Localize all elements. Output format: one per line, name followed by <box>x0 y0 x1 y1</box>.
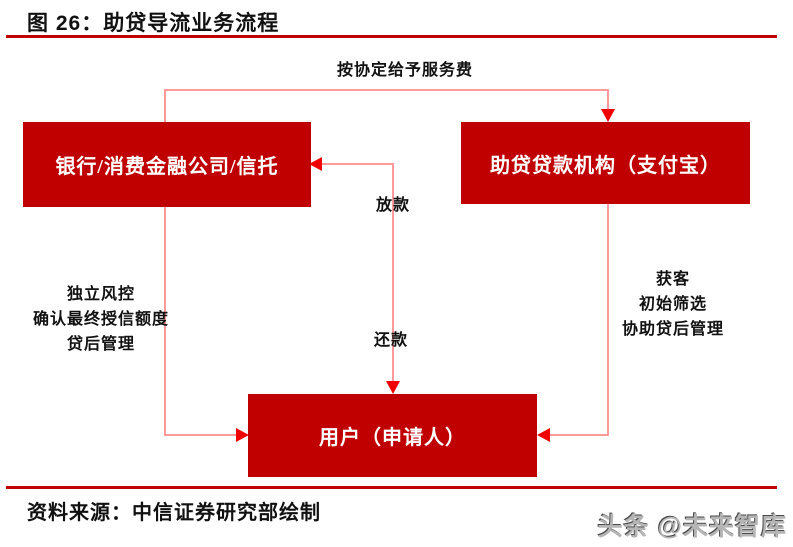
node-user: 用户（申请人） <box>248 394 537 477</box>
node-bank: 银行/消费金融公司/信托 <box>23 122 311 207</box>
bank-role-line-3: 贷后管理 <box>66 336 135 353</box>
arrow-down-icon <box>386 381 400 394</box>
service-fee-connector-left-segment <box>164 89 166 123</box>
facilitator-user-connector-vertical-segment <box>607 204 609 436</box>
disburse-repay-connector-vertical-segment <box>392 163 394 383</box>
facilitator-user-connector-horizontal-segment <box>547 434 609 436</box>
bottom-rule <box>6 486 777 489</box>
bank-user-connector-vertical-segment <box>164 207 166 436</box>
arrow-left-icon <box>537 428 550 442</box>
repay-label: 还款 <box>373 332 408 349</box>
node-facilitator: 助贷贷款机构（支付宝） <box>461 122 750 204</box>
facilitator-role-line-1: 获客 <box>655 271 690 288</box>
service-fee-connector-horizontal-segment <box>164 89 609 91</box>
arrow-right-icon <box>236 428 249 442</box>
disburse-label: 放款 <box>375 197 410 214</box>
bank-user-connector-horizontal-segment <box>164 434 238 436</box>
disburse-connector-horizontal-segment <box>318 163 394 165</box>
source-text: 资料来源：中信证券研究部绘制 <box>27 502 321 524</box>
figure-title: 图 26：助贷导流业务流程 <box>27 12 280 35</box>
service-fee-label: 按协定给予服务费 <box>336 62 473 79</box>
facilitator-role-line-2: 初始筛选 <box>638 296 707 313</box>
facilitator-role-label: 获客 初始筛选 协助贷后管理 <box>578 267 768 342</box>
service-fee-connector-right-segment <box>607 89 609 111</box>
bank-role-line-1: 独立风控 <box>66 286 135 303</box>
facilitator-role-line-3: 协助贷后管理 <box>621 321 724 338</box>
watermark: 头条 @未来智库 <box>597 513 787 541</box>
arrow-left-icon <box>309 157 322 171</box>
title-rule <box>6 35 777 38</box>
bank-role-label: 独立风控 确认最终授信额度 贷后管理 <box>5 282 197 357</box>
bank-role-line-2: 确认最终授信额度 <box>32 311 169 328</box>
arrow-down-icon <box>601 109 615 122</box>
